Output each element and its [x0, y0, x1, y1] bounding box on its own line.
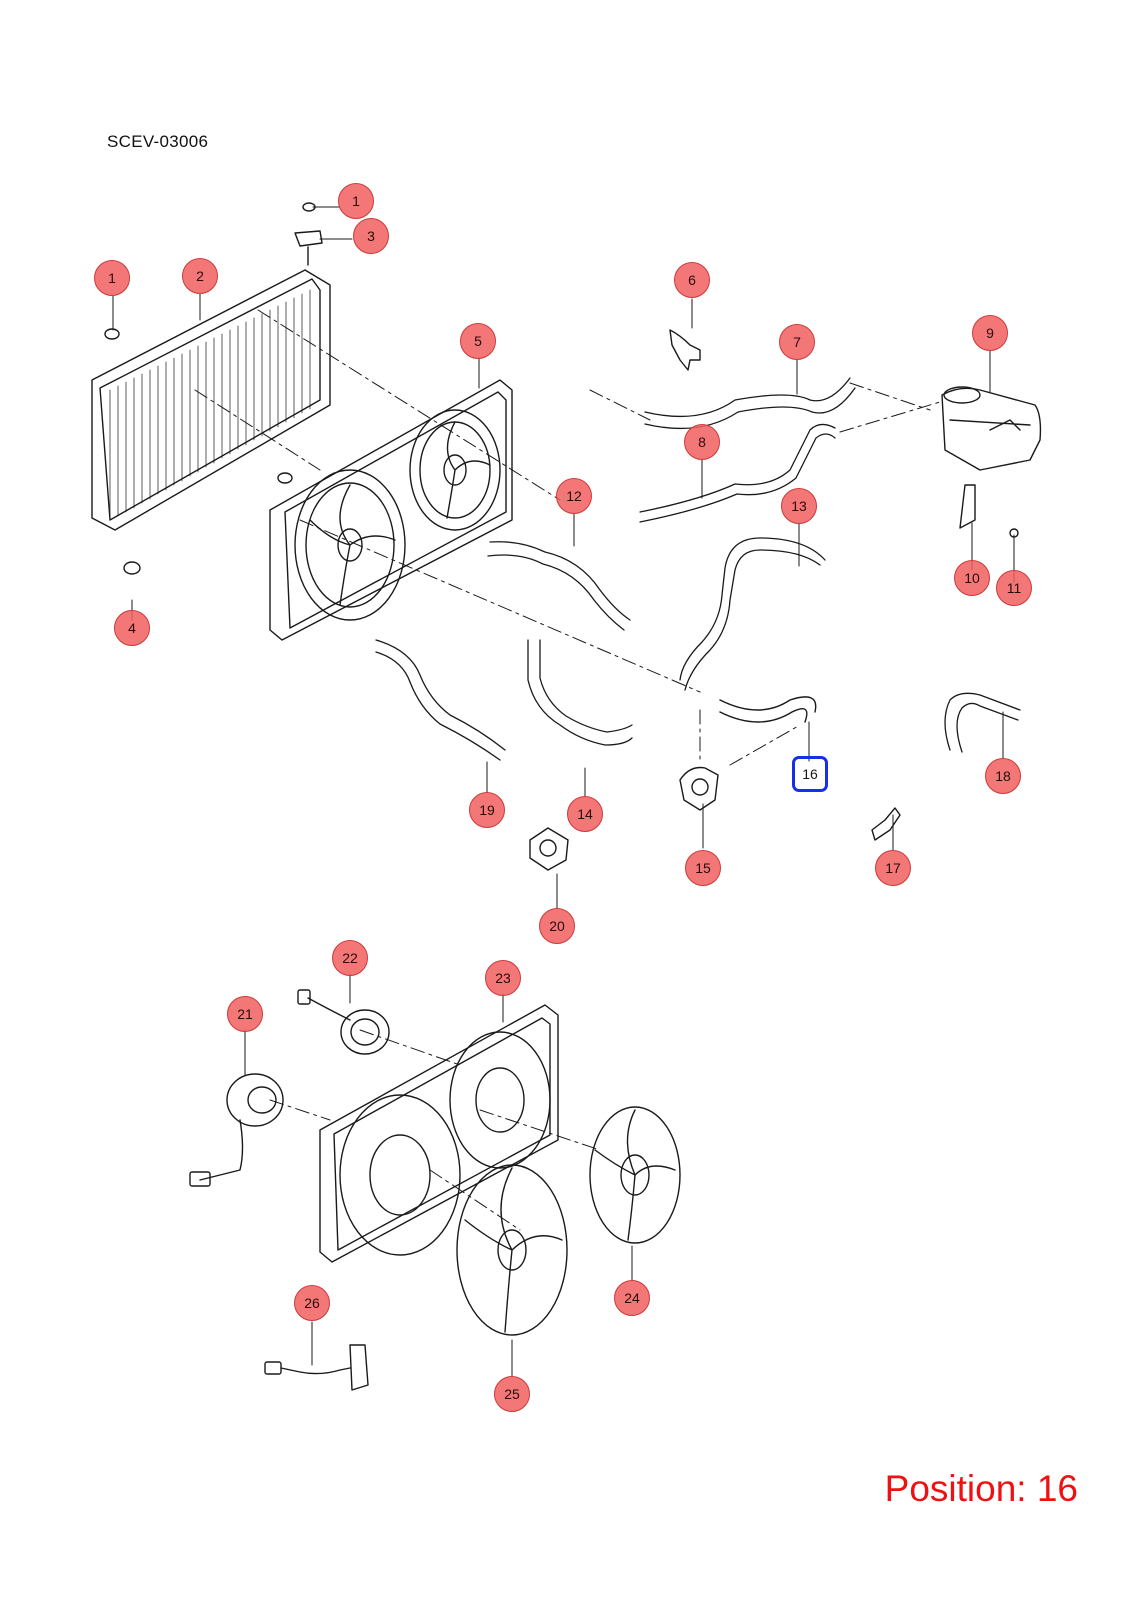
- coolant-hoses: [487, 377, 856, 691]
- callout-6[interactable]: 6: [674, 262, 710, 298]
- radiator: [91, 269, 331, 575]
- fan-motor-22: [297, 989, 390, 1055]
- position-readout: Position: 16: [884, 1468, 1078, 1509]
- callout-11[interactable]: 11: [996, 570, 1032, 606]
- callout-23[interactable]: 23: [485, 960, 521, 996]
- valve-20: [529, 827, 569, 871]
- water-pump: [679, 766, 719, 811]
- callout-14[interactable]: 14: [567, 796, 603, 832]
- callout-24[interactable]: 24: [614, 1280, 650, 1316]
- callout-20[interactable]: 20: [539, 908, 575, 944]
- callout-3[interactable]: 3: [353, 218, 389, 254]
- coolant-reservoir: [941, 386, 1042, 538]
- leader-lines: [112, 206, 1015, 1377]
- callout-1-top[interactable]: 1: [338, 183, 374, 219]
- bracket-part: [669, 329, 701, 371]
- fan-motor-21: [189, 1073, 284, 1187]
- callout-13[interactable]: 13: [781, 488, 817, 524]
- wiring-harness-26: [264, 1344, 369, 1391]
- top-clip-parts: [294, 202, 323, 266]
- callout-4[interactable]: 4: [114, 610, 150, 646]
- fan-shroud-upper: [269, 379, 513, 641]
- assembly-lines: [194, 309, 941, 1231]
- callout-9[interactable]: 9: [972, 315, 1008, 351]
- callout-7[interactable]: 7: [779, 324, 815, 360]
- hose-16: [719, 696, 817, 723]
- callout-25[interactable]: 25: [494, 1376, 530, 1412]
- callout-15[interactable]: 15: [685, 850, 721, 886]
- hose-18: [944, 692, 1021, 753]
- lower-hoses: [375, 639, 633, 761]
- callout-26[interactable]: 26: [294, 1285, 330, 1321]
- callout-12[interactable]: 12: [556, 478, 592, 514]
- callout-10[interactable]: 10: [954, 560, 990, 596]
- callout-16-selected[interactable]: 16: [792, 756, 828, 792]
- callout-2[interactable]: 2: [182, 258, 218, 294]
- callout-18[interactable]: 18: [985, 758, 1021, 794]
- diagram-code: SCEV-03006: [107, 132, 209, 151]
- fan-shroud-23: [319, 1004, 559, 1263]
- fan-blade-25: [456, 1164, 568, 1336]
- callout-1-left[interactable]: 1: [94, 260, 130, 296]
- callout-17[interactable]: 17: [875, 850, 911, 886]
- sensor-17: [871, 807, 901, 841]
- callout-22[interactable]: 22: [332, 940, 368, 976]
- callout-19[interactable]: 19: [469, 792, 505, 828]
- fan-blade-24: [589, 1106, 681, 1244]
- callout-21[interactable]: 21: [227, 996, 263, 1032]
- callout-8[interactable]: 8: [684, 424, 720, 460]
- callout-5[interactable]: 5: [460, 323, 496, 359]
